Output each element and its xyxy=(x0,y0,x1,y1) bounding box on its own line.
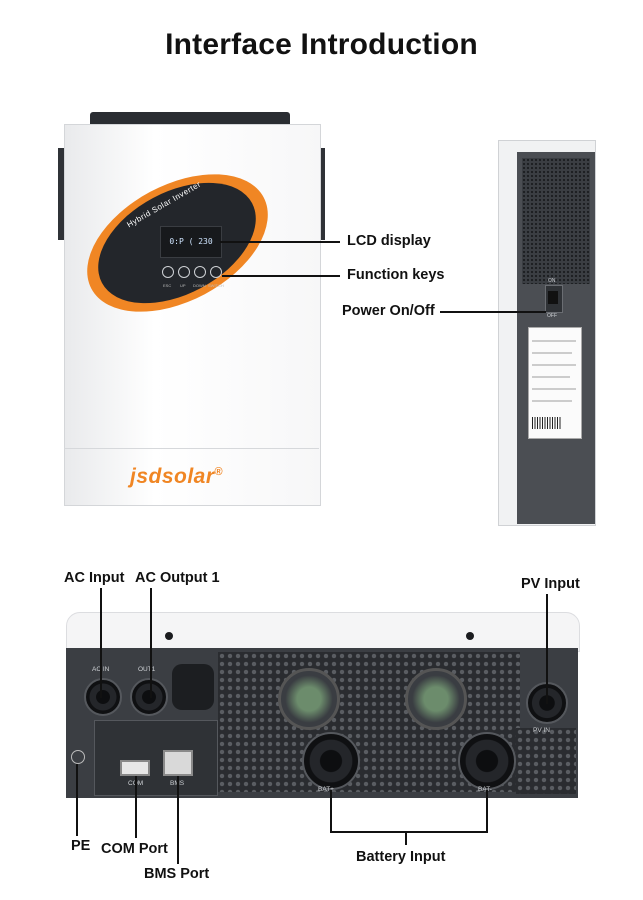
esc-key[interactable] xyxy=(162,266,174,278)
pv-input-callout-line xyxy=(546,594,548,704)
bottom-top-cover xyxy=(66,612,580,652)
battery-negative-gland[interactable] xyxy=(458,732,516,790)
front-panel-seam xyxy=(64,448,319,449)
right-side-rail xyxy=(317,148,325,240)
ac-input-label: AC Input xyxy=(64,570,125,586)
barcode xyxy=(532,417,562,429)
spec-line xyxy=(532,388,576,390)
key-label: DOWN xyxy=(193,283,206,288)
ac-output-callout-line xyxy=(150,588,152,698)
brand-name: jsdsolar xyxy=(130,465,215,488)
lcd-callout-line xyxy=(220,241,340,243)
screw xyxy=(466,632,474,640)
key-label: ESC xyxy=(163,283,172,288)
out1-label: OUT1 xyxy=(138,666,156,673)
bottom-vent-mesh-right xyxy=(516,728,576,794)
switch-on-label: ON xyxy=(548,278,556,284)
bms-port-connector[interactable] xyxy=(163,750,193,776)
ac-output-1-label: AC Output 1 xyxy=(135,570,220,586)
spec-line xyxy=(532,352,572,354)
lcd-display-label: LCD display xyxy=(347,233,431,249)
com-port-callout-line xyxy=(135,776,137,838)
battery-callout-stem xyxy=(405,831,407,845)
battery-positive-gland[interactable] xyxy=(302,732,360,790)
pv-input-label: PV Input xyxy=(521,576,580,592)
left-side-rail xyxy=(58,148,66,240)
cooling-fan-right xyxy=(405,668,467,730)
communication-port-panel xyxy=(94,720,218,796)
pv-in-label: PV IN xyxy=(533,727,550,734)
brand-logo: jsdsolar® xyxy=(130,465,223,489)
battery-callout-bridge xyxy=(330,831,488,833)
function-keys-label: Function keys xyxy=(347,267,445,283)
com-port-connector[interactable] xyxy=(120,760,150,776)
key-label: UP xyxy=(180,283,186,288)
com-port-label: COM Port xyxy=(101,841,168,857)
switch-key[interactable] xyxy=(210,266,222,278)
bms-port-callout-line xyxy=(177,776,179,864)
spec-line xyxy=(532,376,570,378)
power-switch[interactable] xyxy=(548,291,558,304)
spec-line xyxy=(532,364,576,366)
key-label: SWITCH xyxy=(208,283,224,288)
battery-callout-right-line xyxy=(486,790,488,832)
lcd-display: 0:P ( 230 xyxy=(160,226,222,258)
screw xyxy=(165,632,173,640)
pe-callout-line xyxy=(76,764,78,836)
bat-plus-label: BAT+ xyxy=(318,786,334,793)
power-callout-line xyxy=(440,311,546,313)
ground-terminal-icon xyxy=(71,750,85,764)
ac-input-gland[interactable] xyxy=(84,678,122,716)
spec-line xyxy=(532,340,576,342)
ac-input-callout-line xyxy=(100,588,102,698)
side-vent xyxy=(522,158,590,284)
keys-callout-line xyxy=(222,275,340,277)
battery-input-label: Battery Input xyxy=(356,849,446,865)
bms-port-label: BMS Port xyxy=(144,866,210,882)
switch-off-label: OFF xyxy=(547,313,557,319)
registered-mark: ® xyxy=(214,466,224,478)
ac-output-gland[interactable] xyxy=(130,678,168,716)
spec-line xyxy=(532,400,572,402)
pe-label: PE xyxy=(71,838,91,854)
battery-callout-left-line xyxy=(330,790,332,832)
function-keys xyxy=(162,266,222,280)
up-key[interactable] xyxy=(178,266,190,278)
power-on-off-label: Power On/Off xyxy=(342,303,435,319)
cooling-fan-left xyxy=(278,668,340,730)
bat-minus-label: BAT- xyxy=(478,786,492,793)
page-title: Interface Introduction xyxy=(165,28,478,61)
blank-plate xyxy=(172,664,214,710)
down-key[interactable] xyxy=(194,266,206,278)
